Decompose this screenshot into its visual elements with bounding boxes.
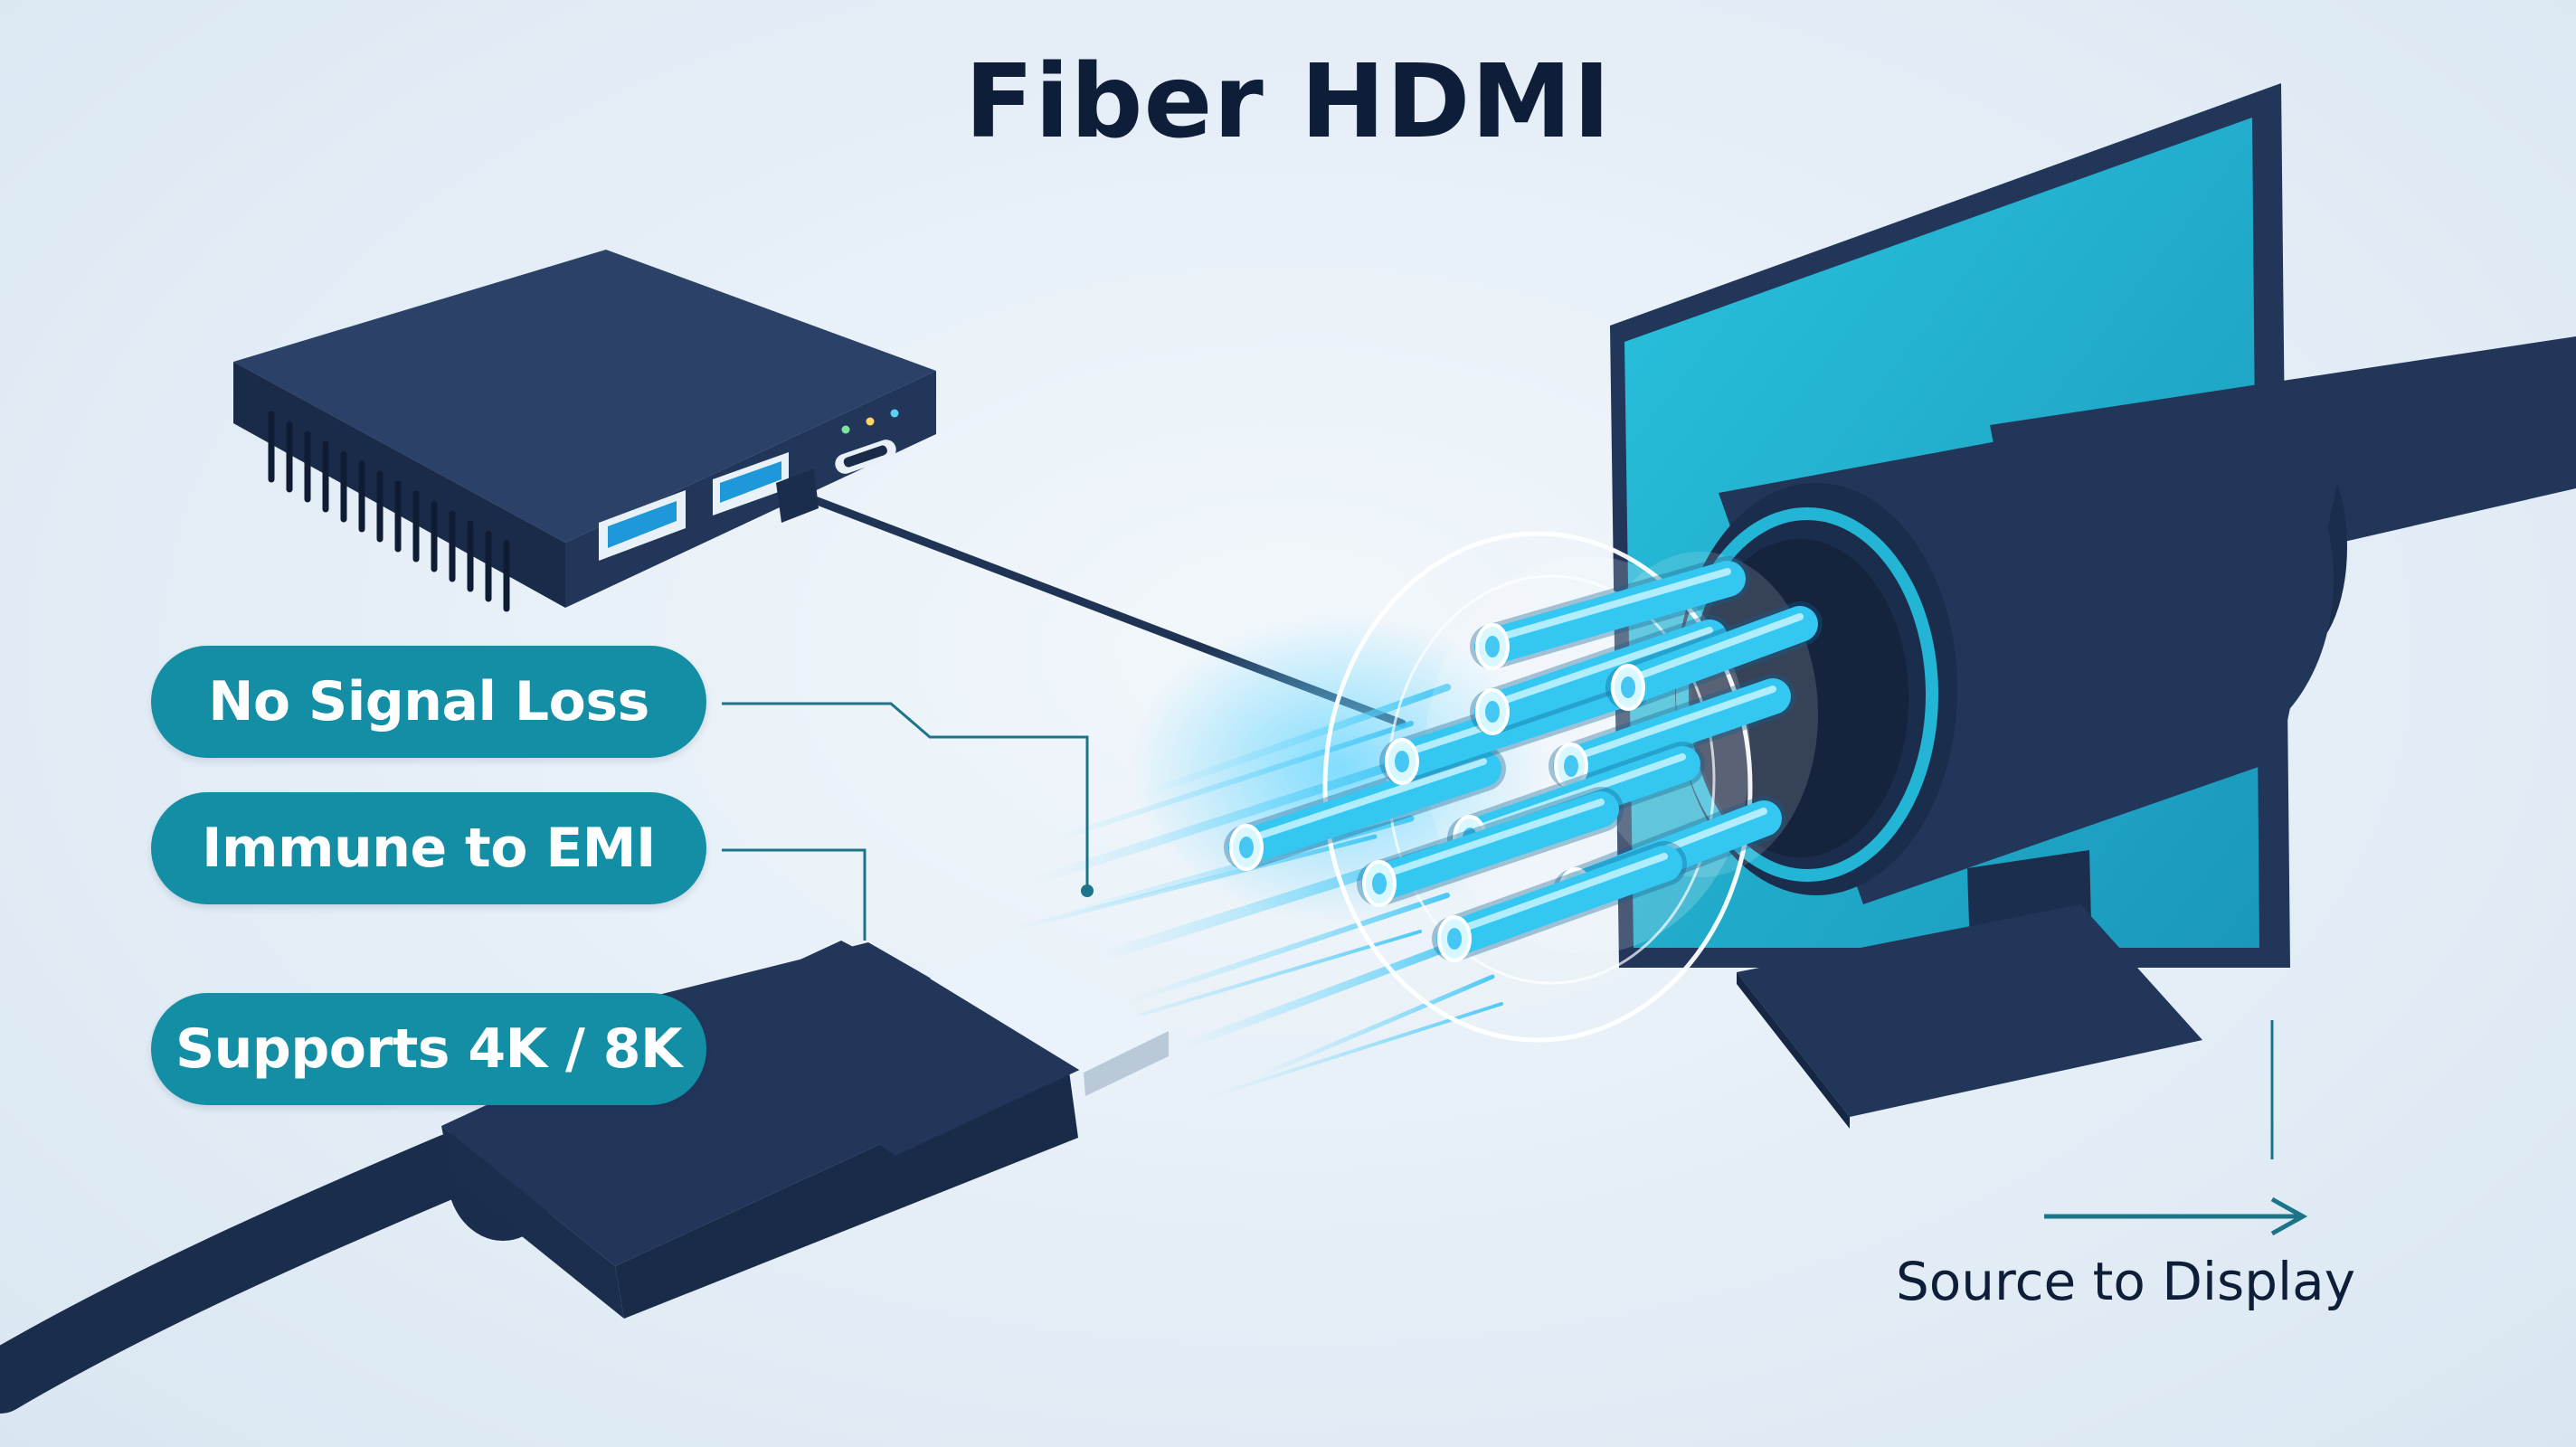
usb-port-icon — [713, 452, 789, 515]
feature-label: Supports 4K / 8K — [175, 1017, 683, 1081]
light-streak — [1001, 834, 1378, 934]
feature-pill-no-signal-loss: No Signal Loss — [151, 646, 706, 758]
feature-label: Immune to EMI — [202, 817, 656, 880]
leader-lines — [722, 702, 1089, 941]
feature-label: No Signal Loss — [208, 670, 649, 733]
optical-fiber — [1470, 556, 1750, 670]
usbc-port-icon — [835, 440, 896, 474]
leader-dot — [1081, 884, 1094, 897]
light-streak — [1171, 936, 1470, 1054]
light-streak — [1027, 755, 1416, 886]
fiber-cable-body — [1675, 336, 2576, 904]
optical-fiber — [1357, 787, 1624, 907]
media-box-icon — [233, 250, 936, 612]
optical-fiber — [1432, 841, 1687, 962]
optical-fiber — [1605, 601, 1823, 711]
source-to-display-caption: Source to Display — [1895, 1251, 2356, 1312]
feature-pill-supports-4k-8k: Supports 4K / 8K — [151, 993, 706, 1105]
hdmi-port-icon — [599, 490, 686, 561]
light-streak — [1046, 721, 1414, 844]
light-streak — [1136, 684, 1451, 799]
light-streak — [1119, 893, 1450, 1007]
optical-fiber — [1224, 746, 1506, 871]
page-title: Fiber HDMI — [964, 43, 1612, 161]
feature-pill-immune-to-emi: Immune to EMI — [151, 792, 706, 904]
arrow-right-icon — [2044, 1196, 2308, 1236]
light-streak — [1084, 930, 1422, 1033]
fiber-bundle-icon — [1001, 531, 1823, 1101]
light-streak — [1245, 974, 1495, 1083]
hdmi-plug-icon — [0, 941, 1169, 1414]
optical-fiber — [1470, 615, 1732, 735]
